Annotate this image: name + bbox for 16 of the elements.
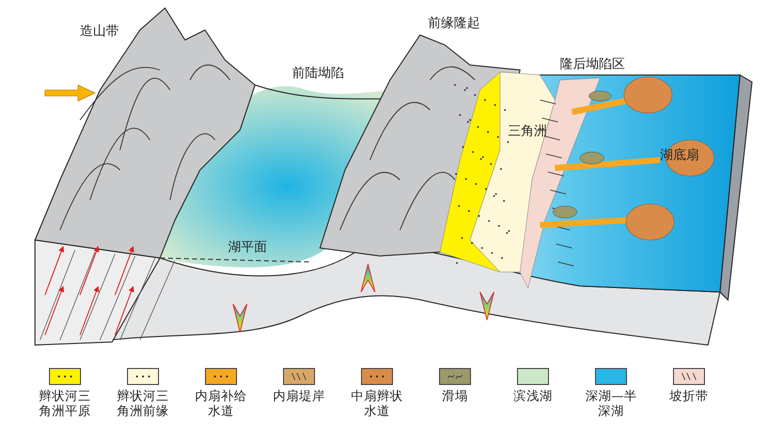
legend-label: 辫状河三角洲平原: [39, 388, 91, 418]
region-label: 造山带: [80, 23, 119, 40]
region-label: 前陆坳陷: [292, 65, 344, 82]
legend-label: 辫状河三角洲前缘: [117, 388, 169, 418]
region-label: 三角洲: [508, 123, 547, 140]
legend-label: 中扇辫状水道: [351, 388, 403, 418]
region-label: 前缘隆起: [428, 15, 480, 32]
legend-label: 内扇堤岸: [273, 388, 325, 403]
legend-label: 深湖—半深湖: [585, 388, 637, 418]
legend-label: 滑塌: [441, 388, 469, 403]
legend-label: 滨浅湖: [512, 388, 554, 403]
legend-label: 坡折带: [668, 388, 710, 403]
region-label: 湖底扇: [660, 147, 699, 164]
legend-label: 内扇补给水道: [195, 388, 247, 418]
region-label: 湖平面: [228, 239, 267, 256]
region-label: 隆后坳陷区: [560, 56, 625, 73]
